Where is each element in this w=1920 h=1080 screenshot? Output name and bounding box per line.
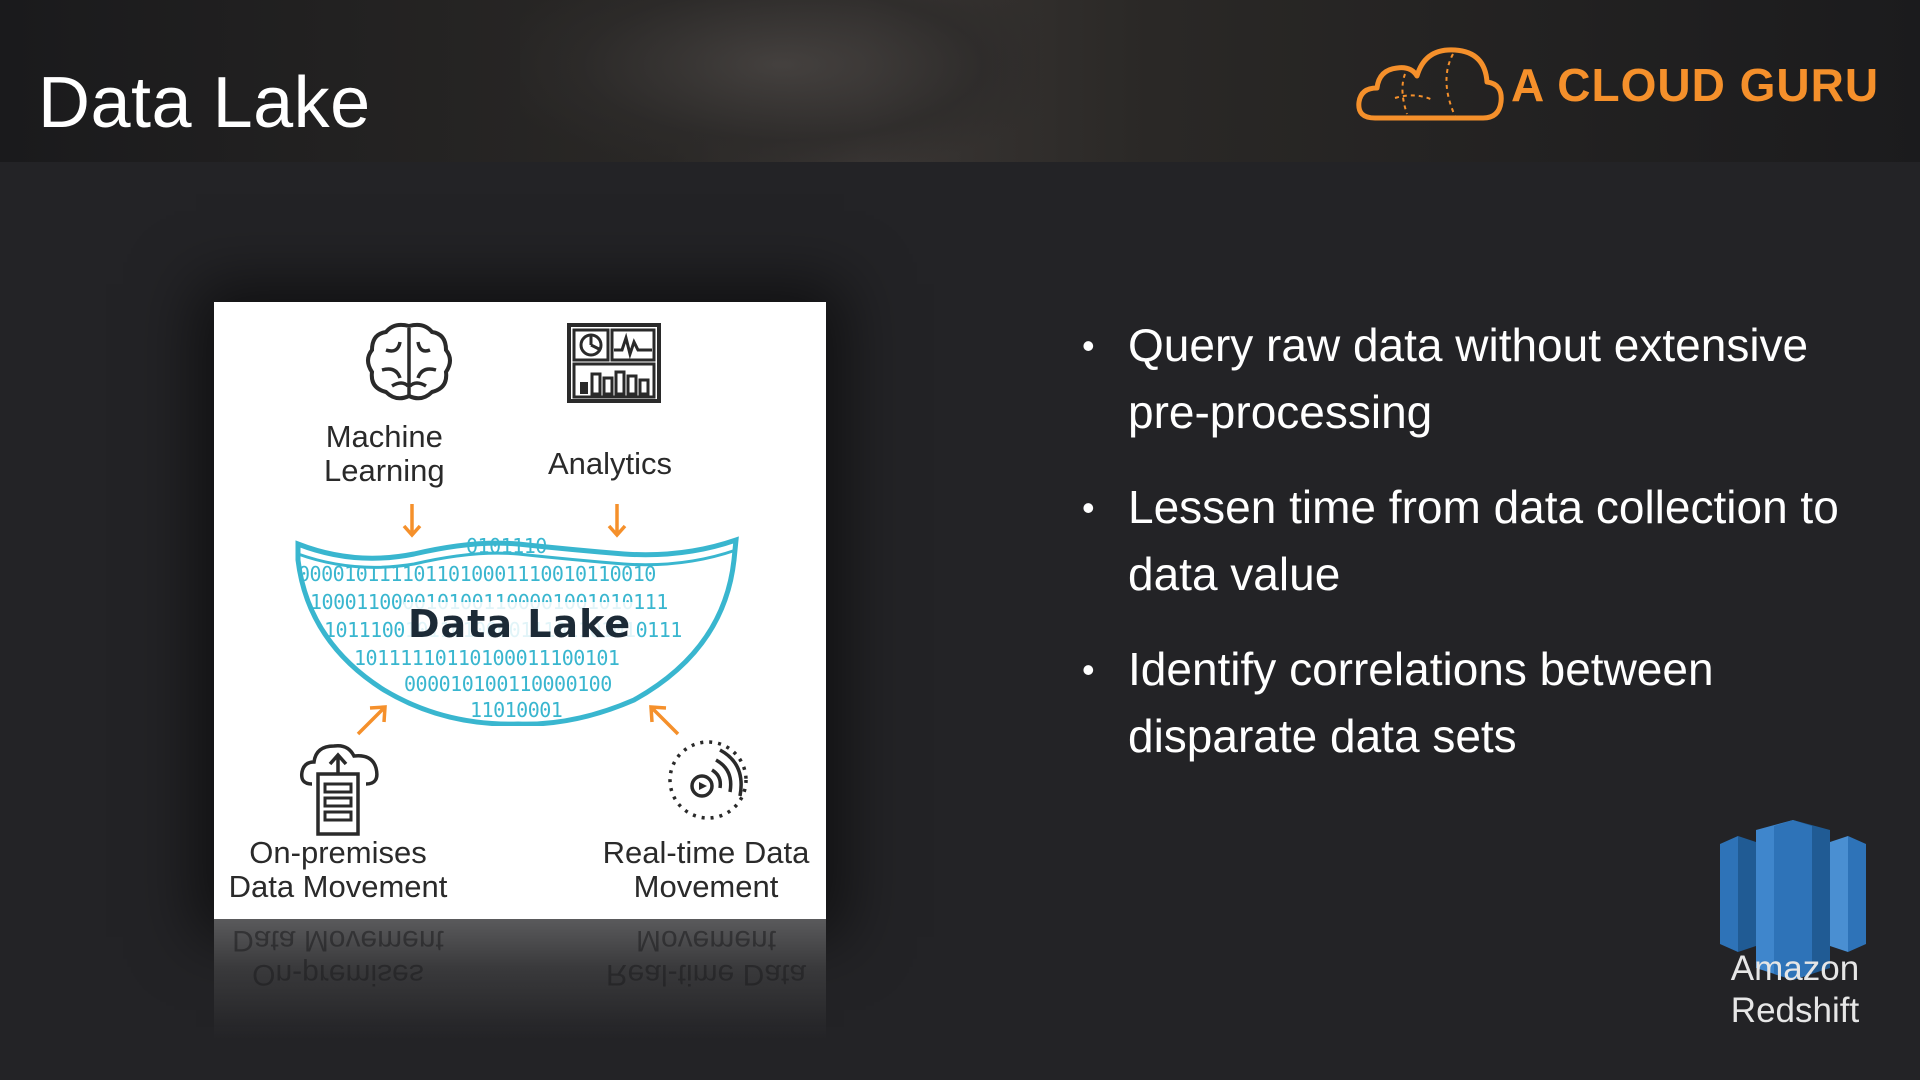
- stream-icon: [668, 740, 748, 820]
- redshift-icon: [1720, 820, 1866, 980]
- data-lake-diagram: Machine Learning Analytics 0101110 00001…: [214, 302, 826, 919]
- brand-logo: A CLOUD GURU: [1355, 40, 1878, 130]
- bullet-list: • Query raw data without extensive pre-p…: [1076, 312, 1856, 798]
- bullet-text: Query raw data without extensive pre-pro…: [1128, 319, 1809, 438]
- redshift-label-line1: Amazon: [1730, 949, 1860, 988]
- redshift-label-line2: Redshift: [1730, 991, 1860, 1030]
- on-premises-label: On-premises Data Movement: [228, 835, 448, 904]
- diagram-reflection: On-premises Data Movement Real-time Data…: [214, 919, 826, 1039]
- bullet-dot-icon: •: [1082, 325, 1095, 366]
- cloud-logo-icon: [1356, 47, 1504, 121]
- bullet-text: Identify correlations between disparate …: [1128, 643, 1714, 762]
- bullet-dot-icon: •: [1082, 649, 1095, 690]
- bullet-text: Lessen time from data collection to data…: [1128, 481, 1839, 600]
- analytics-label: Analytics: [548, 446, 673, 481]
- arrow-up-left-icon: [649, 705, 680, 736]
- brand-name: A CLOUD GURU: [1511, 59, 1880, 111]
- reflection-real-time: Real-time Data Movement: [605, 924, 807, 991]
- binary-row: 0101110: [466, 534, 547, 558]
- cloud-upload-server-icon: [299, 743, 379, 836]
- real-time-label: Real-time Data Movement: [602, 835, 810, 904]
- arrow-up-right-icon: [356, 705, 387, 736]
- bullet-dot-icon: •: [1082, 487, 1095, 528]
- slide-header: [0, 0, 1920, 162]
- header-background-photo: [520, 0, 1040, 162]
- bullet-item: • Identify correlations between disparat…: [1076, 636, 1856, 770]
- lake-title: Data Lake: [404, 602, 636, 646]
- binary-row: 0000101111011010001110010110010: [298, 562, 656, 586]
- binary-row: 11010001: [470, 698, 563, 722]
- arrow-down-icon: [402, 504, 422, 538]
- redshift-label: Amazon Redshift: [1700, 948, 1890, 1032]
- binary-row: 000010100110000100: [404, 672, 612, 696]
- bullet-item: • Lessen time from data collection to da…: [1076, 474, 1856, 608]
- brain-icon: [366, 322, 452, 401]
- arrow-down-icon: [607, 504, 627, 538]
- reflection-on-premises: On-premises Data Movement: [232, 924, 444, 991]
- slide-title: Data Lake: [38, 63, 371, 143]
- binary-row: 10111110110100011100101: [354, 646, 620, 670]
- bullet-item: • Query raw data without extensive pre-p…: [1076, 312, 1856, 446]
- machine-learning-label: Machine Learning: [324, 419, 445, 488]
- dashboard-icon: [567, 323, 661, 403]
